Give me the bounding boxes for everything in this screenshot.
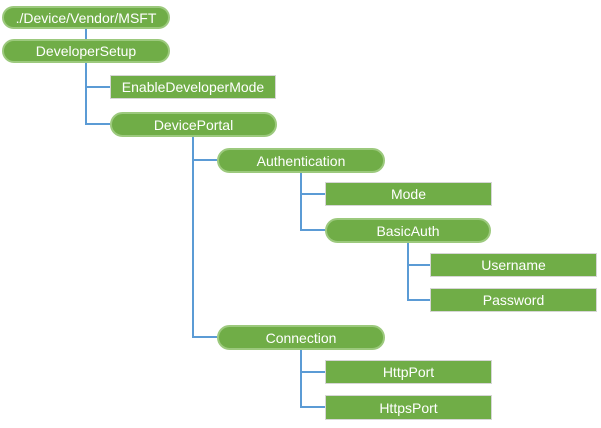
node-label: ./Device/Vendor/MSFT [15,9,157,26]
tree-node-authentication: Authentication [217,148,385,173]
connector [192,137,217,338]
node-label: BasicAuth [376,222,440,239]
node-label: Mode [390,186,427,202]
tree-node-root: ./Device/Vendor/MSFT [2,6,170,29]
tree-node-basicauth: BasicAuth [325,218,491,243]
node-label: Authentication [256,152,346,169]
node-label: Password [482,292,545,308]
tree-node-httpport: HttpPort [325,360,492,384]
tree-node-developersetup: DeveloperSetup [2,39,170,63]
node-label: DevicePortal [153,116,234,133]
node-label: HttpPort [382,364,435,380]
connector [407,243,430,301]
tree-node-password: Password [430,288,597,312]
connector [85,63,110,125]
node-label: DeveloperSetup [35,43,137,59]
tree-node-httpsport: HttpsPort [325,395,492,420]
node-label: Username [481,257,546,273]
node-label: Connection [265,329,337,346]
tree-node-connection: Connection [217,325,385,350]
node-label: EnableDeveloperMode [121,79,265,95]
tree-node-mode: Mode [325,182,492,206]
tree-node-username: Username [430,253,597,277]
connector [300,173,325,231]
node-label: HttpsPort [379,399,438,416]
tree-node-deviceportal: DevicePortal [110,112,277,137]
tree-node-enabledevelopermode: EnableDeveloperMode [110,75,276,99]
connector [300,350,325,408]
